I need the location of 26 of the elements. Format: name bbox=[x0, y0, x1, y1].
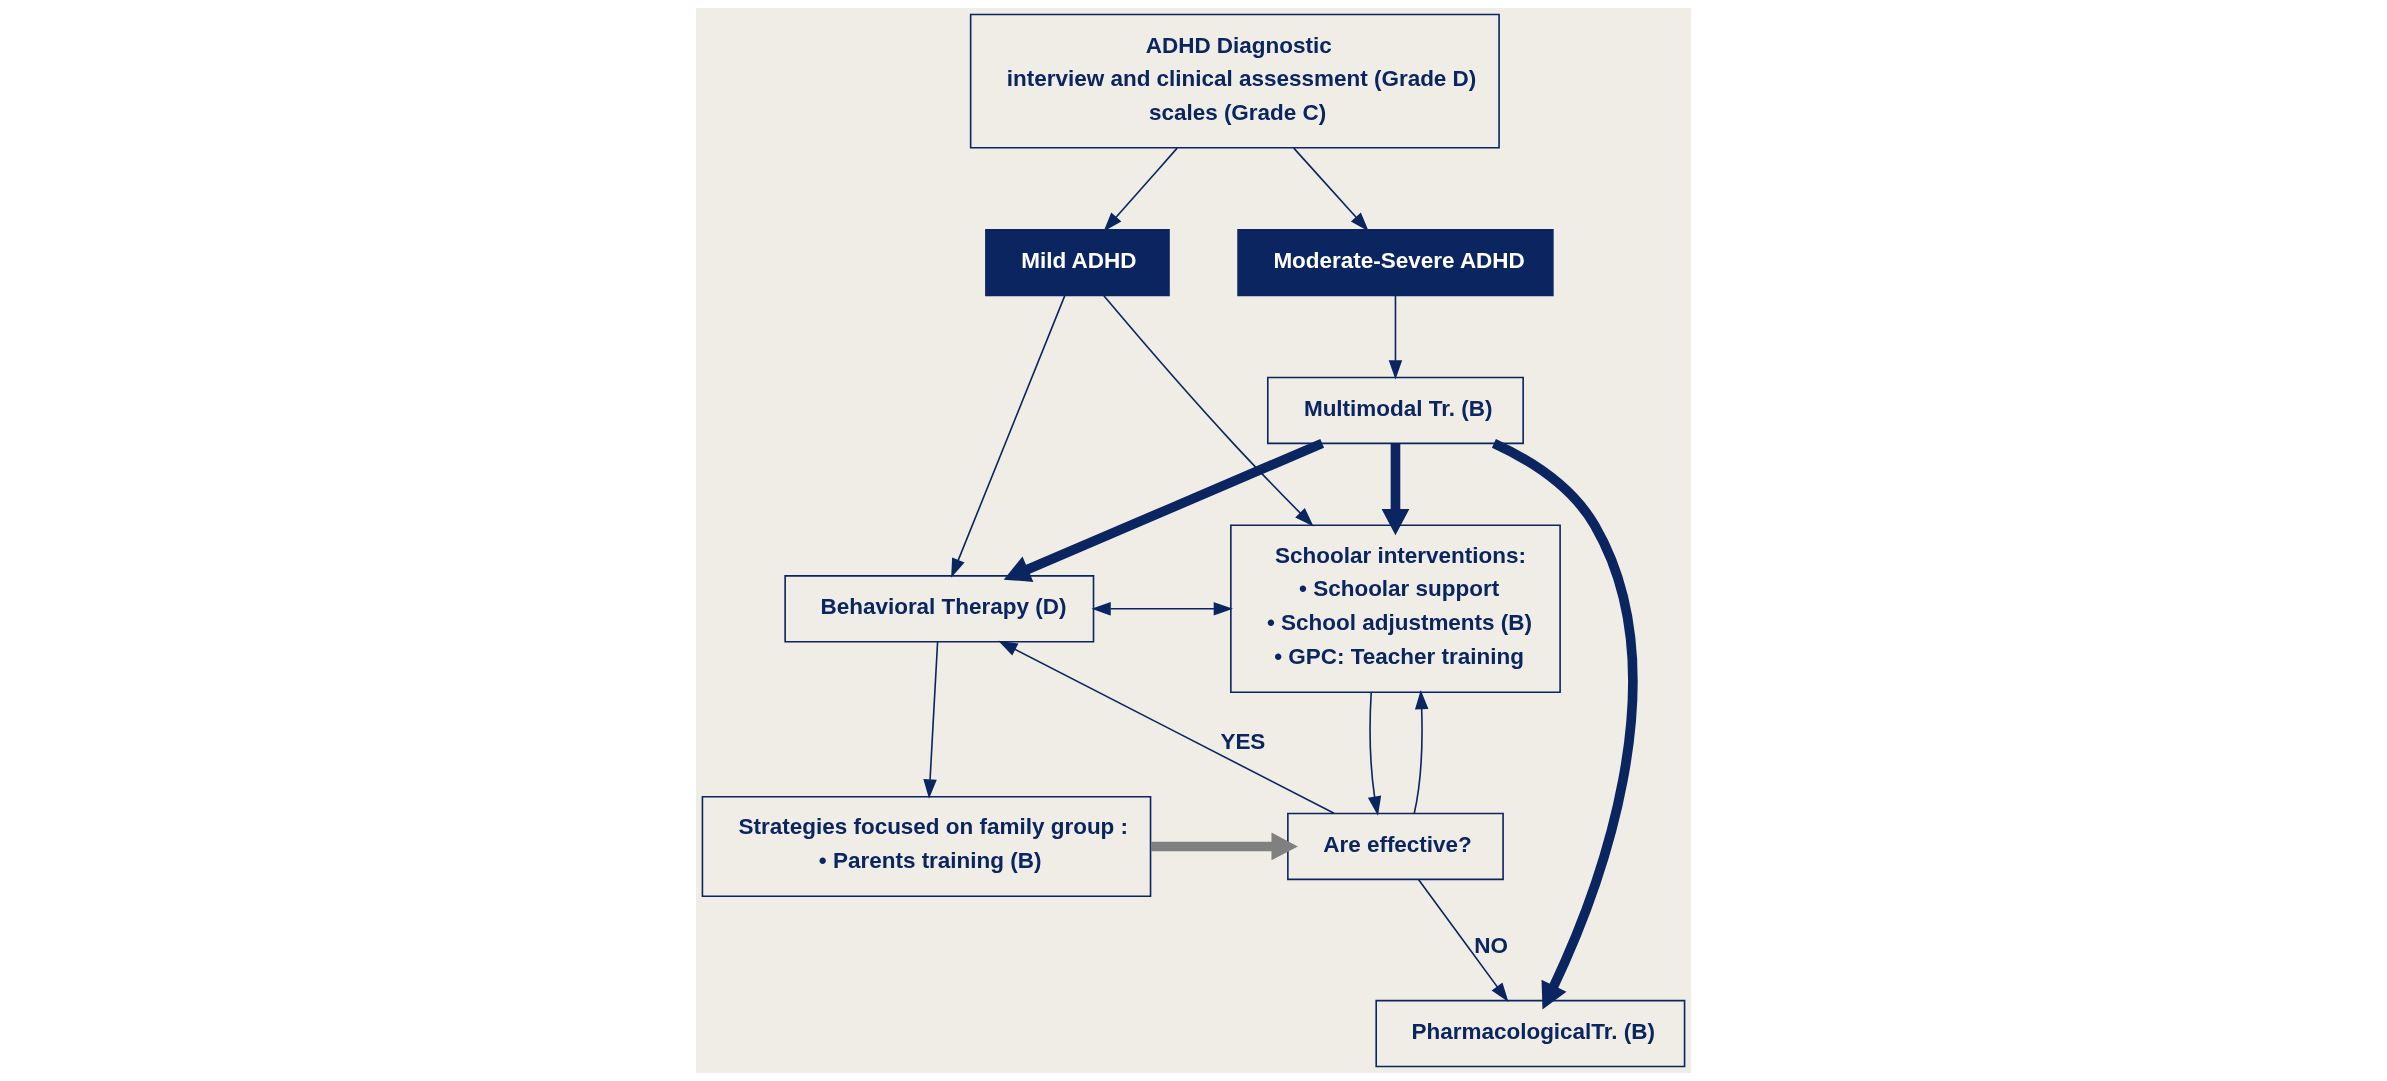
node-box: Mild ADHD bbox=[985, 228, 1170, 297]
arrow bbox=[951, 295, 1066, 578]
edge-label: YES bbox=[1220, 728, 1266, 754]
arrow bbox=[1413, 689, 1429, 815]
edge-label: NO bbox=[1474, 932, 1508, 958]
arrow bbox=[1103, 147, 1178, 232]
arrow bbox=[1388, 294, 1403, 380]
arrow bbox=[1491, 439, 1638, 1010]
node-box: Schoolar interventions: • Schoolar support • School adjustments (B) • GPC: Teacher training bbox=[1230, 524, 1561, 694]
arrow bbox=[1150, 832, 1298, 861]
node-box: PharmacologicalTr. (B) bbox=[1375, 999, 1686, 1068]
arrow bbox=[998, 640, 1335, 815]
node-box: Strategies focused on family group : • Parents training (B) bbox=[701, 795, 1152, 898]
node-box: Behavioral Therapy (D) bbox=[784, 575, 1095, 643]
arrow bbox=[1103, 295, 1314, 527]
arrow bbox=[1091, 602, 1233, 616]
arrow bbox=[1417, 878, 1509, 1003]
arrow bbox=[1381, 443, 1410, 536]
node-box: Multimodal Tr. (B) bbox=[1266, 376, 1524, 445]
arrow bbox=[923, 641, 939, 799]
arrow bbox=[1292, 147, 1369, 232]
arrow bbox=[1003, 438, 1325, 582]
node-box: ADHD Diagnostic interview and clinical assessment (Grade D) scales (Grade C) bbox=[969, 13, 1500, 149]
node-box: Moderate-Severe ADHD bbox=[1237, 228, 1554, 297]
node-box: Are effective? bbox=[1287, 812, 1504, 881]
arrow bbox=[1367, 691, 1382, 816]
